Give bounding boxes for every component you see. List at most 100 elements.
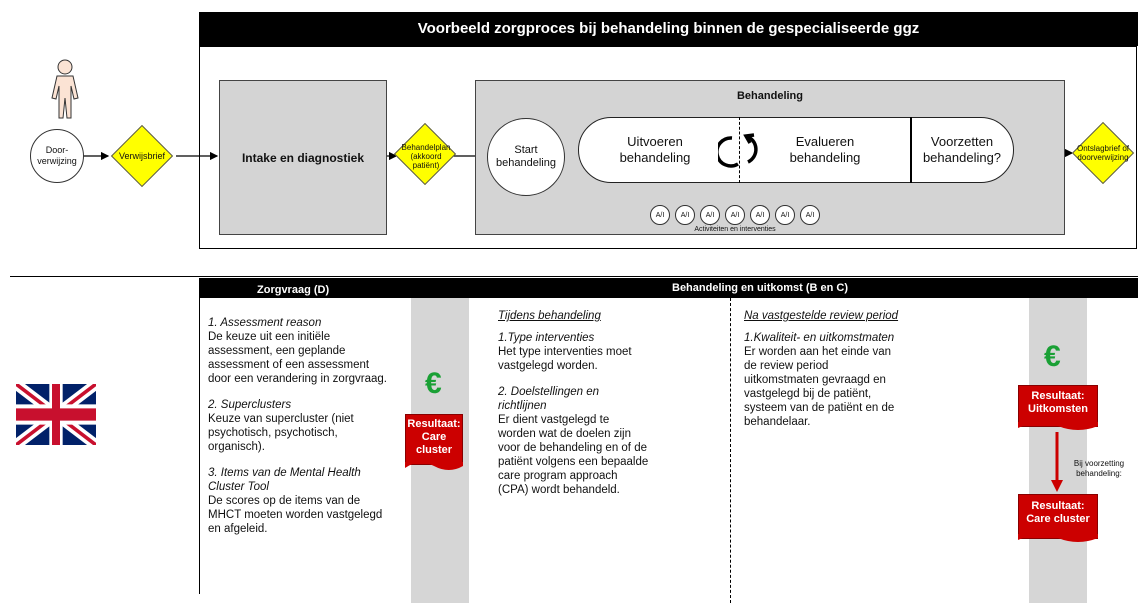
cycle-icon xyxy=(718,133,758,168)
person-icon xyxy=(51,59,79,119)
review-period-column: Na vastgestelde review period 1.Kwalitei… xyxy=(744,309,944,429)
euro-icon-1: € xyxy=(425,367,442,400)
col1-text-line: psychotisch, psychotisch, xyxy=(208,427,338,439)
doelstellingen-heading: richtlijnen xyxy=(498,400,547,412)
col3-text-line: systeem van de patiënt en de xyxy=(744,402,895,414)
process-pill xyxy=(578,117,1014,183)
tijdens-behandeling-column: Tijdens behandeling 1.Type interventies … xyxy=(498,309,698,497)
bij-voorzetting-line-2: behandeling: xyxy=(1076,469,1122,478)
bij-voorzetting-line-1: Bij voorzetting xyxy=(1073,459,1125,468)
evalueren-line-1: Evalueren xyxy=(795,134,855,149)
mhct-heading: 3. Items van de Mental Health xyxy=(208,467,361,479)
intake-label: Intake en diagnostiek xyxy=(241,150,365,165)
col1-text-line: door een verandering in zorgvraag. xyxy=(208,373,388,385)
tijdens-behandeling-header: Tijdens behandeling xyxy=(498,310,601,322)
resultaat-care2-wave xyxy=(1018,534,1098,542)
col1-text-line: MHCT moeten worden vastgelegd xyxy=(208,509,383,521)
col2-text-line: (CPA) wordt behandeld. xyxy=(498,484,620,496)
col3-text-line: de review period xyxy=(744,360,829,372)
assessment-reason-heading: 1. Assessment reason xyxy=(208,317,322,329)
uk-flag-icon xyxy=(16,384,96,445)
pill-divider-solid xyxy=(910,117,912,183)
bottom-left-border xyxy=(199,298,200,594)
doorverwijzing-line-2: verwijzing xyxy=(37,156,77,166)
intake-box: Intake en diagnostiek xyxy=(219,80,387,235)
uitvoeren-line-1: Uitvoeren xyxy=(627,134,683,149)
col2-text-line: Het type interventies moet xyxy=(498,346,632,358)
resultaat-care1-line-1: Resultaat: xyxy=(407,418,461,430)
mhct-heading: Cluster Tool xyxy=(208,481,269,493)
column-dashed-divider xyxy=(730,298,731,603)
down-arrow-icon xyxy=(1051,432,1063,492)
col1-text-line: en afgeleid. xyxy=(208,523,268,535)
col2-text-line: care program approach xyxy=(498,470,618,482)
resultaat-care2-line-1: Resultaat: xyxy=(1031,500,1085,512)
col2-text-line: worden wat de doelen zijn xyxy=(498,428,631,440)
col1-text-line: De scores op de items van de xyxy=(208,495,361,507)
ai-node-1: A/I xyxy=(650,205,670,225)
col3-text-line: Er worden aan het einde van xyxy=(744,346,892,358)
behandeling-uitkomst-header: Behandeling en uitkomst (B en C) xyxy=(672,282,849,294)
voorzetten-line-1: Voorzetten xyxy=(930,134,994,149)
behandelplan-line-3: patiënt) xyxy=(412,160,440,170)
col1-text-line: organisch). xyxy=(208,441,265,453)
start-line-1: Start xyxy=(514,144,538,156)
ai-node-3: A/I xyxy=(700,205,720,225)
col3-text-line: vastgelegd bij de patiënt, xyxy=(744,388,872,400)
doelstellingen-heading: 2. Doelstellingen en xyxy=(498,386,600,398)
section-separator xyxy=(10,276,1138,277)
ontslag-line-2: doorverwijzing xyxy=(1077,153,1129,162)
zorgvraag-header: Zorgvraag (D) xyxy=(257,284,330,296)
evalueren-line-2: behandeling xyxy=(789,150,861,165)
resultaat-care-cluster-2: Resultaat: Care cluster xyxy=(1018,494,1098,539)
bottom-header-band xyxy=(199,278,1138,298)
resultaat-care-cluster-1: Resultaat: Care cluster xyxy=(405,414,463,465)
resultaat-uitkomsten-line-1: Resultaat: xyxy=(1031,390,1085,402)
resultaat-uitkomsten: Resultaat: Uitkomsten xyxy=(1018,385,1098,427)
activiteiten-label: Activiteiten en interventies xyxy=(694,226,776,233)
col2-text-line: Er dient vastgelegd te xyxy=(498,414,610,426)
voorzetten-line-2: behandeling? xyxy=(922,150,1002,165)
ai-node-5: A/I xyxy=(750,205,770,225)
bij-voorzetting-label: Bij voorzetting behandeling: xyxy=(1064,459,1134,479)
superclusters-heading: 2. Superclusters xyxy=(208,399,292,411)
resultaat-care1-wave xyxy=(405,462,463,470)
doorverwijzing-node: Door-verwijzing xyxy=(30,129,84,183)
resultaat-care2-line-2: Care cluster xyxy=(1026,513,1090,525)
behandelplan-line-1: Behandelplan xyxy=(401,142,451,152)
kwaliteit-heading: 1.Kwaliteit- en uitkomstmaten xyxy=(744,332,895,344)
col2-text-line: vastgelegd worden. xyxy=(498,360,598,372)
ai-node-4: A/I xyxy=(725,205,745,225)
ontslag-line-1: Ontslagbrief of xyxy=(1076,144,1130,153)
resultaat-uitkomsten-line-2: Uitkomsten xyxy=(1028,403,1088,415)
euro-icon-2: € xyxy=(1044,340,1061,373)
pill-divider-dashed xyxy=(739,117,740,183)
uitvoeren-line-2: behandeling xyxy=(619,150,691,165)
diagram-title: Voorbeeld zorgproces bij behandeling bin… xyxy=(199,12,1138,46)
resultaat-care1-line-2: Care xyxy=(421,431,447,443)
verwijsbrief-label: Verwijsbrief xyxy=(118,151,165,161)
review-period-header: Na vastgestelde review period xyxy=(744,310,899,322)
col1-text-line: De keuze uit een initiële xyxy=(208,331,331,343)
col3-text-line: behandelaar. xyxy=(744,416,811,428)
start-line-2: behandeling xyxy=(496,157,556,169)
doorverwijzing-line-1: Door- xyxy=(45,145,69,155)
ai-node-7: A/I xyxy=(800,205,820,225)
behandeling-title: Behandeling xyxy=(736,90,803,102)
behandelplan-line-2: (akkoord xyxy=(410,151,442,161)
resultaat-uitkomsten-wave xyxy=(1018,422,1098,430)
col1-text-line: assessment of een assessment xyxy=(208,359,370,371)
resultaat-care1-line-3: cluster xyxy=(415,444,453,456)
zorgvraag-column: 1. Assessment reason De keuze uit een in… xyxy=(208,316,413,536)
col2-text-line: patiënt volgens een bepaalde xyxy=(498,456,649,468)
col2-text-line: voor de behandeling en of de xyxy=(498,442,647,454)
col1-text-line: assessment, een geplande xyxy=(208,345,346,357)
ai-node-6: A/I xyxy=(775,205,795,225)
col1-text-line: Keuze van supercluster (niet xyxy=(208,413,354,425)
